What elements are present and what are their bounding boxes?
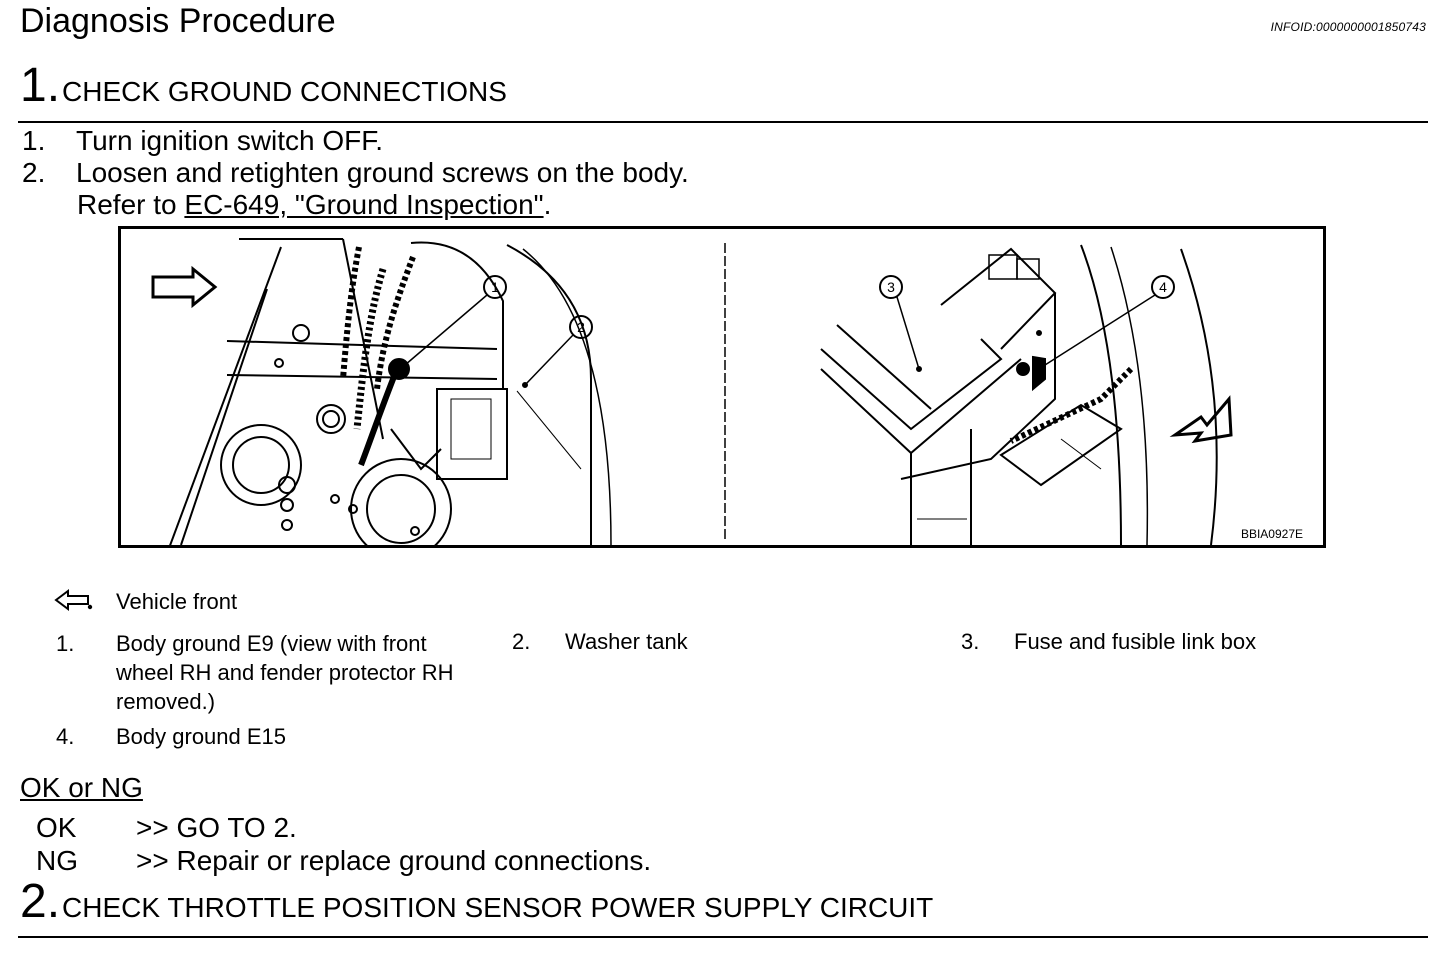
result-ng-row: NG >> Repair or replace ground connection…	[36, 845, 651, 877]
result-ok-code: OK	[36, 812, 77, 843]
legend-item-4: 4. Body ground E15	[56, 724, 286, 750]
vehicle-front-arrow-right	[151, 265, 218, 309]
callout-2-circle	[569, 315, 593, 339]
instruction-2-text: Loosen and retighten ground screws on th…	[76, 157, 689, 188]
callout-3-circle	[879, 275, 903, 299]
callout-3-label: 3	[887, 279, 895, 295]
ground-location-figure: 1 2 3 4 BBIA0927E	[118, 226, 1326, 548]
right-panel-drawing	[820, 244, 1233, 545]
step-2-number: 2.	[20, 875, 61, 928]
callout-1-label: 1	[491, 279, 499, 295]
step-2-heading: 2.CHECK THROTTLE POSITION SENSOR POWER S…	[20, 874, 933, 929]
legend-item-2: 2. Washer tank	[512, 629, 688, 655]
legend-item-1-number: 1.	[56, 631, 75, 656]
legend-item-2-text: Washer tank	[565, 629, 688, 654]
legend-item-1-line-1: Body ground E9 (view with front	[116, 631, 427, 656]
outline-arrow-left-icon	[54, 588, 116, 618]
figure-illustration: 1 2 3 4	[151, 238, 1233, 545]
step-1-number: 1.	[20, 59, 61, 112]
callout-4-label: 4	[1159, 279, 1167, 295]
left-panel-drawing	[151, 238, 612, 545]
legend-item-3-text: Fuse and fusible link box	[1014, 629, 1257, 654]
legend-arrow-label: Vehicle front	[116, 588, 238, 614]
step-2-title: CHECK THROTTLE POSITION SENSOR POWER SUP…	[62, 892, 934, 923]
callout-4-circle	[1151, 275, 1175, 299]
instruction-2: 2. Loosen and retighten ground screws on …	[22, 157, 689, 189]
callout-2-label: 2	[577, 319, 585, 335]
info-id: INFOID:0000000001850743	[1270, 20, 1426, 34]
page-title: Diagnosis Procedure	[20, 2, 336, 40]
vehicle-front-arrow-down-right	[1169, 395, 1233, 444]
instruction-1: 1. Turn ignition switch OFF.	[22, 125, 383, 157]
instruction-2-number: 2.	[22, 157, 46, 188]
refer-suffix: .	[543, 189, 552, 220]
legend-arrow-row: Vehicle front	[54, 588, 237, 618]
step-1-heading: 1.CHECK GROUND CONNECTIONS	[20, 58, 507, 113]
instruction-1-text: Turn ignition switch OFF.	[76, 125, 384, 156]
legend-item-1-line-3: removed.)	[116, 689, 216, 714]
ground-inspection-link[interactable]: EC-649, "Ground Inspection"	[184, 189, 544, 220]
refer-line: Refer to EC-649, "Ground Inspection".	[77, 189, 551, 221]
result-ok-action: >> GO TO 2.	[136, 812, 297, 843]
ok-ng-heading: OK or NG	[20, 772, 143, 803]
result-ng-action: >> Repair or replace ground connections.	[136, 845, 652, 876]
legend-item-3-number: 3.	[961, 629, 980, 654]
result-ng-code: NG	[36, 845, 78, 876]
legend-item-4-number: 4.	[56, 724, 75, 749]
step-2-divider	[18, 936, 1428, 938]
step-1-divider	[18, 121, 1428, 123]
instruction-1-number: 1.	[22, 125, 46, 156]
legend-item-2-number: 2.	[512, 629, 531, 654]
figure-code: BBIA0927E	[1240, 527, 1303, 541]
refer-prefix: Refer to	[77, 189, 185, 220]
step-1-title: CHECK GROUND CONNECTIONS	[62, 76, 507, 107]
legend-item-1-line-2: wheel RH and fender protector RH	[116, 660, 454, 685]
result-ok-row: OK >> GO TO 2.	[36, 812, 297, 844]
legend-item-3: 3. Fuse and fusible link box	[961, 629, 1256, 655]
legend-item-4-text: Body ground E15	[116, 724, 287, 749]
legend-item-1: 1. Body ground E9 (view with front wheel…	[56, 629, 454, 716]
callout-1-circle	[483, 275, 507, 299]
